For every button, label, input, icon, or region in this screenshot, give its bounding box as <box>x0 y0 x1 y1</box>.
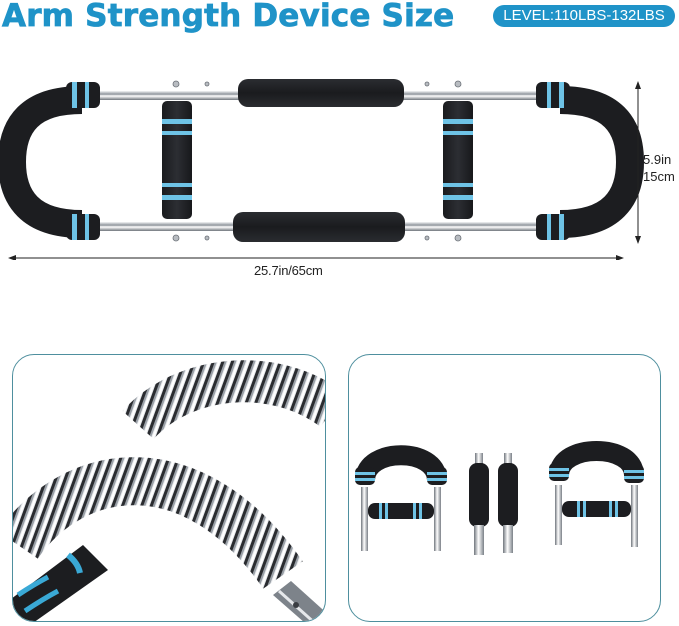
disassembled-parts-panel <box>348 354 661 622</box>
height-cm: 15cm <box>643 169 675 184</box>
spring-closeup-panel <box>12 354 326 622</box>
height-dimension-label: 5.9in 15cm <box>643 151 675 185</box>
length-dimension-label: 25.7in/65cm <box>254 263 323 278</box>
level-badge: LEVEL:110LBS-132LBS <box>493 5 675 27</box>
height-inches: 5.9in <box>643 152 672 167</box>
page-title: Arm Strength Device Size <box>2 0 455 34</box>
product-image-assembled <box>0 60 679 260</box>
